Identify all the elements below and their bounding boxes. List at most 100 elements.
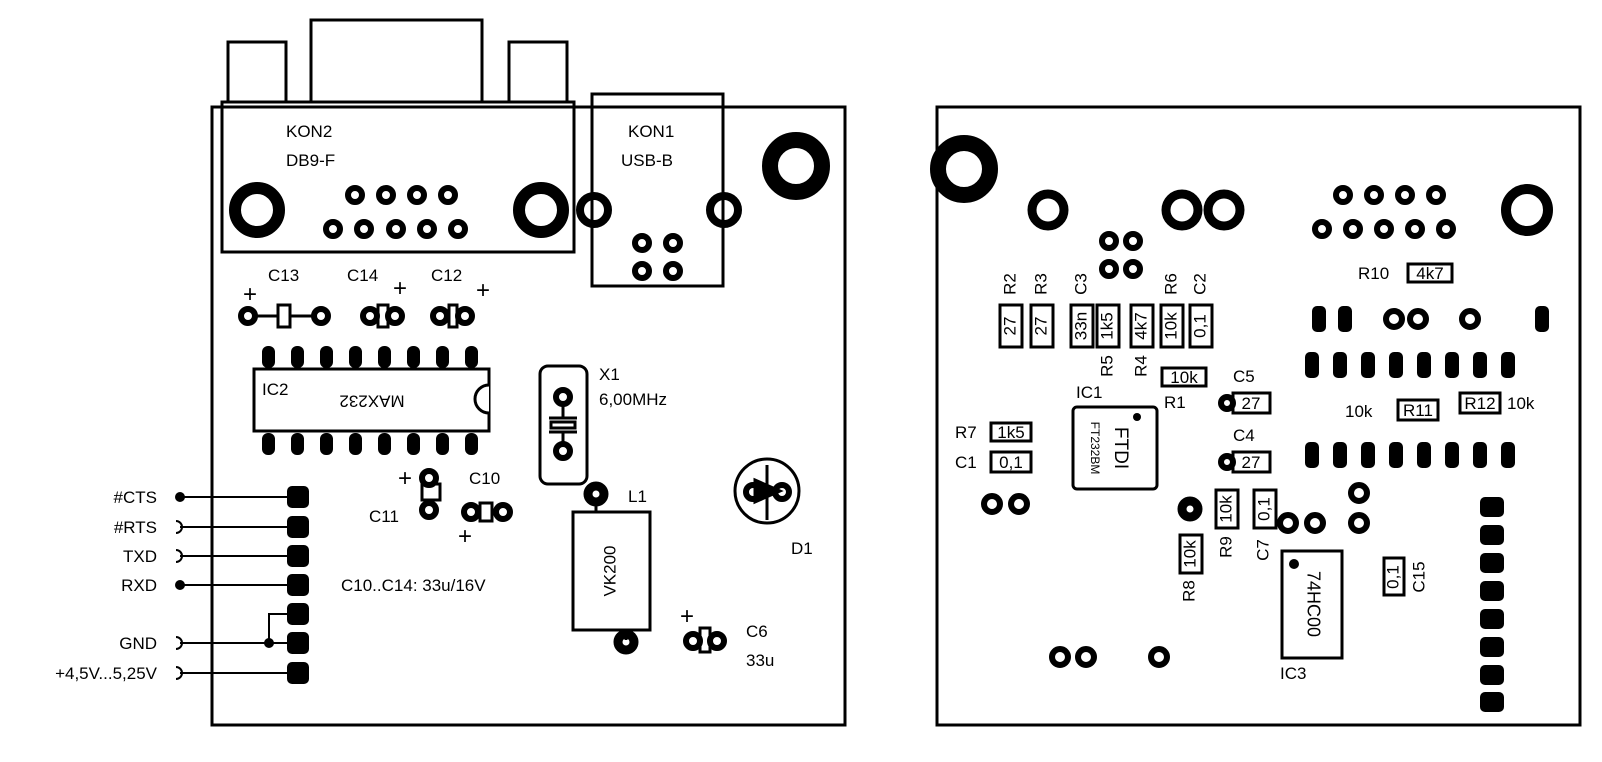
kon2-type: DB9-F: [286, 151, 335, 170]
cap-c11-label: C11: [369, 507, 399, 526]
crystal-ref: X1: [599, 365, 620, 384]
ic1-ref: IC1: [1076, 383, 1102, 402]
inductor-body: [571, 510, 652, 632]
kon1-ref: KON1: [628, 122, 674, 141]
cap-c6-ref: C6: [746, 622, 768, 641]
r6-ref: R6: [1161, 273, 1180, 295]
r8-value: 10k: [1180, 540, 1199, 568]
cap-c12-shape: [430, 306, 475, 326]
ic2-pins: [262, 346, 478, 455]
kon2-ref: KON2: [286, 122, 332, 141]
r9-value: 10k: [1216, 495, 1235, 523]
plus-c12: +: [476, 277, 490, 304]
c4-ref: C4: [1233, 426, 1255, 445]
c4-value: 27: [1242, 453, 1261, 472]
diode-label: D1: [791, 539, 813, 558]
signal-vcc: +4,5V...5,25V: [55, 664, 158, 683]
plus-c13: +: [243, 281, 257, 308]
r2-ref: R2: [1000, 273, 1019, 295]
r2-value: 27: [1000, 317, 1019, 336]
left-board-mount-hole: [762, 132, 830, 200]
r3-ref: R3: [1031, 273, 1050, 295]
right-board-round-pads: [981, 185, 1481, 668]
left-board-outline: [210, 105, 847, 727]
inductor-value: VK200: [600, 545, 619, 596]
right-board-bodies: [989, 262, 1502, 660]
r10-value: 4k7: [1416, 264, 1443, 283]
r12-ref: R12: [1464, 394, 1495, 413]
c5-value: 27: [1242, 394, 1261, 413]
r9-ref: R9: [1216, 536, 1235, 558]
c2-value: 0,1: [1190, 314, 1209, 338]
db9-flange: [220, 100, 576, 254]
usb-b-outline: [590, 92, 725, 288]
r10-ref: R10: [1358, 264, 1389, 283]
right-board-dots: [1133, 413, 1299, 569]
inductor-ref: L1: [628, 487, 647, 506]
right-board-labels: R2 R3 C3 R6 C2 R5 R4 27 27 33n 1k5 4k7 1…: [955, 264, 1535, 683]
db9-shell-top: [309, 18, 484, 104]
c3-ref: C3: [1071, 273, 1090, 295]
cap-c10-label: C10: [469, 469, 500, 488]
r7-value: 1k5: [997, 423, 1024, 442]
plus-c14: +: [393, 275, 407, 302]
c7-value: 0,1: [1254, 497, 1273, 521]
crystal-value: 6,00MHz: [599, 390, 667, 409]
ic3-part: 74HC00: [1303, 571, 1323, 637]
usb-pins: [632, 233, 683, 281]
r7-ref: R7: [955, 423, 977, 442]
c1-ref: C1: [955, 453, 977, 472]
cap-c13-shape: [238, 306, 331, 326]
db9-ear-right: [507, 40, 569, 104]
signal-rts: #RTS: [114, 518, 157, 537]
db9-mount-hole-left: [229, 182, 285, 238]
db9-mount-hole-right: [513, 182, 569, 238]
signal-rxd: RXD: [121, 576, 157, 595]
r11-ref: R11: [1403, 401, 1433, 420]
ic2-ref: IC2: [262, 380, 288, 399]
c15-ref: C15: [1409, 561, 1428, 592]
plus-c10: +: [458, 523, 472, 550]
r5-value: 1k5: [1097, 312, 1116, 339]
c5-ref: C5: [1233, 367, 1255, 386]
c3-value: 33n: [1071, 312, 1090, 340]
left-board-lines: [252, 303, 801, 654]
signal-cts: #CTS: [114, 488, 157, 507]
diode-d1-outline: [733, 457, 801, 525]
kon1-type: USB-B: [621, 151, 673, 170]
right-board-outline: [935, 105, 1582, 727]
signal-wires: [180, 496, 298, 674]
cap-c14-label: C14: [347, 266, 378, 285]
right-board-holes: [930, 135, 1553, 236]
usb-mount-hole-right: [706, 192, 742, 228]
r4-ref: R4: [1131, 355, 1150, 377]
ic1-part: FT232BM: [1088, 422, 1102, 475]
right-board-square-pads: [1305, 306, 1549, 712]
c2-ref: C2: [1190, 273, 1209, 295]
c1-value: 0,1: [999, 453, 1023, 472]
signal-terminals: [175, 492, 274, 680]
cap-note: C10..C14: 33u/16V: [341, 576, 486, 595]
plus-c6: +: [680, 603, 694, 630]
db9-ear-left: [226, 40, 288, 104]
ic2-part: MAX232: [339, 392, 404, 411]
plus-c11: +: [398, 465, 412, 492]
ic1-maker: FTDI: [1110, 427, 1131, 469]
left-misc-pads: [419, 387, 792, 655]
left-board-labels: KON2 DB9-F KON1 USB-B C13 C14 C12 + + + …: [55, 122, 813, 683]
cap-c14-shape: [360, 306, 405, 326]
signal-txd: TXD: [123, 547, 157, 566]
c15-value: 0,1: [1383, 565, 1402, 589]
r1-ref: R1: [1164, 393, 1186, 412]
cap-c6-value: 33u: [746, 651, 774, 670]
crystal-x1-outline: [538, 364, 589, 486]
cap-c12-label: C12: [431, 266, 462, 285]
cap-c13-label: C13: [268, 266, 299, 285]
left-board: [210, 18, 847, 727]
r12-value: 10k: [1507, 394, 1535, 413]
r6-value: 10k: [1161, 312, 1180, 340]
r1-value: 10k: [1170, 368, 1198, 387]
r11-value: 10k: [1345, 402, 1373, 421]
r8-ref: R8: [1179, 580, 1198, 602]
